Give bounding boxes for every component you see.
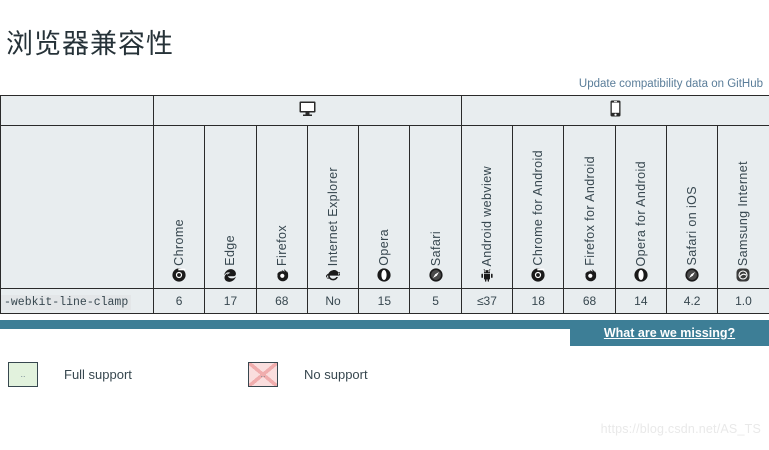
what-are-we-missing-link[interactable]: What are we missing?: [603, 326, 736, 340]
legend-swatch-no-support: ..: [248, 361, 278, 387]
browser-name-label: Edge: [223, 235, 238, 266]
browser-name-label: Safari: [428, 230, 443, 266]
browser-header-samsung-internet[interactable]: Samsung Internet: [717, 125, 769, 289]
support-cell-safari-on-ios[interactable]: 4.2: [665, 288, 719, 314]
browser-header-chrome-for-android[interactable]: Chrome for Android: [512, 125, 565, 289]
legend-label-no-support: No support: [304, 366, 368, 382]
support-cell-samsung-internet[interactable]: 1.0: [717, 288, 769, 314]
browser-header-safari[interactable]: Safari: [409, 125, 462, 289]
device-group-header-row: [0, 95, 769, 126]
support-cell-opera-for-android[interactable]: 14: [614, 288, 667, 314]
support-cell-edge[interactable]: 17: [204, 288, 257, 314]
legend-label-full-support: Full support: [64, 366, 132, 382]
desktop-monitor-icon: [299, 101, 316, 121]
browser-name-label: Chrome: [172, 219, 187, 266]
browser-header-row: Chrome Edge Firefox Internet Explorer: [0, 125, 769, 289]
support-cell-chrome-for-android[interactable]: 18: [512, 288, 565, 314]
browser-name-label: Opera: [377, 229, 392, 266]
chrome-logo-icon: [172, 268, 186, 282]
browser-name-label: Chrome for Android: [531, 150, 546, 266]
legend-item-full-support: .. Full support: [8, 356, 132, 392]
support-cell-safari[interactable]: 5: [409, 288, 462, 314]
browser-header-edge[interactable]: Edge: [204, 125, 257, 289]
support-cell-firefox[interactable]: 68: [255, 288, 308, 314]
browser-header-android-webview[interactable]: Android webview: [460, 125, 514, 289]
browser-name-label: Samsung Internet: [736, 160, 751, 266]
support-cell-opera[interactable]: 15: [358, 288, 411, 314]
safari-logo-icon: [685, 268, 699, 282]
support-cell-chrome[interactable]: 6: [152, 288, 206, 314]
update-compatibility-data-link[interactable]: Update compatibility data on GitHub: [578, 78, 763, 90]
feature-support-row: -webkit-line-clamp 6 17 68 No 15 5 ≤37 1…: [0, 288, 769, 314]
what-are-we-missing-block[interactable]: What are we missing?: [570, 320, 769, 346]
firefox-logo-icon: [583, 268, 597, 282]
internet-explorer-logo-icon: [326, 268, 342, 282]
opera-logo-icon: [634, 268, 648, 282]
browser-header-internet-explorer[interactable]: Internet Explorer: [306, 125, 360, 289]
android-logo-icon: [480, 268, 494, 282]
support-cell-firefox-for-android[interactable]: 68: [563, 288, 616, 314]
browser-name-label: Internet Explorer: [326, 166, 341, 266]
browser-name-label: Firefox: [274, 224, 289, 266]
browser-header-opera-for-android[interactable]: Opera for Android: [614, 125, 667, 289]
device-group-mobile: [460, 95, 769, 126]
mobile-phone-icon: [610, 100, 621, 122]
browser-header-safari-on-ios[interactable]: Safari on iOS: [665, 125, 719, 289]
watermark: https://blog.csdn.net/AS_TS: [600, 422, 761, 436]
edge-logo-icon: [223, 268, 237, 282]
feature-label-cell: -webkit-line-clamp: [0, 288, 154, 314]
support-cell-internet-explorer[interactable]: No: [306, 288, 360, 314]
opera-logo-icon: [377, 268, 391, 282]
browser-header-firefox-for-android[interactable]: Firefox for Android: [563, 125, 616, 289]
legend: .. Full support .. No support: [0, 356, 769, 392]
footer-accent-bar: [0, 320, 769, 329]
browser-name-label: Android webview: [479, 165, 494, 267]
table-corner-cell-2: [0, 125, 154, 289]
browser-name-label: Opera for Android: [633, 160, 648, 266]
chrome-logo-icon: [531, 268, 545, 282]
samsung-internet-logo-icon: [736, 268, 750, 282]
firefox-logo-icon: [275, 268, 289, 282]
legend-item-no-support: .. No support: [248, 356, 368, 392]
page-title: 浏览器兼容性: [6, 29, 174, 59]
legend-swatch-full-support: ..: [8, 361, 38, 387]
device-group-desktop: [153, 95, 462, 126]
table-corner-cell: [0, 95, 154, 126]
browser-name-label: Firefox for Android: [582, 156, 597, 266]
browser-header-chrome[interactable]: Chrome: [152, 125, 206, 289]
safari-logo-icon: [429, 268, 443, 282]
browser-compatibility-table: Chrome Edge Firefox Internet Explorer: [0, 95, 769, 314]
support-cell-android-webview[interactable]: ≤37: [460, 288, 514, 314]
browser-name-label: Safari on iOS: [685, 186, 700, 266]
browser-header-firefox[interactable]: Firefox: [255, 125, 308, 289]
browser-header-opera[interactable]: Opera: [358, 125, 411, 289]
feature-name: -webkit-line-clamp: [1, 295, 132, 310]
